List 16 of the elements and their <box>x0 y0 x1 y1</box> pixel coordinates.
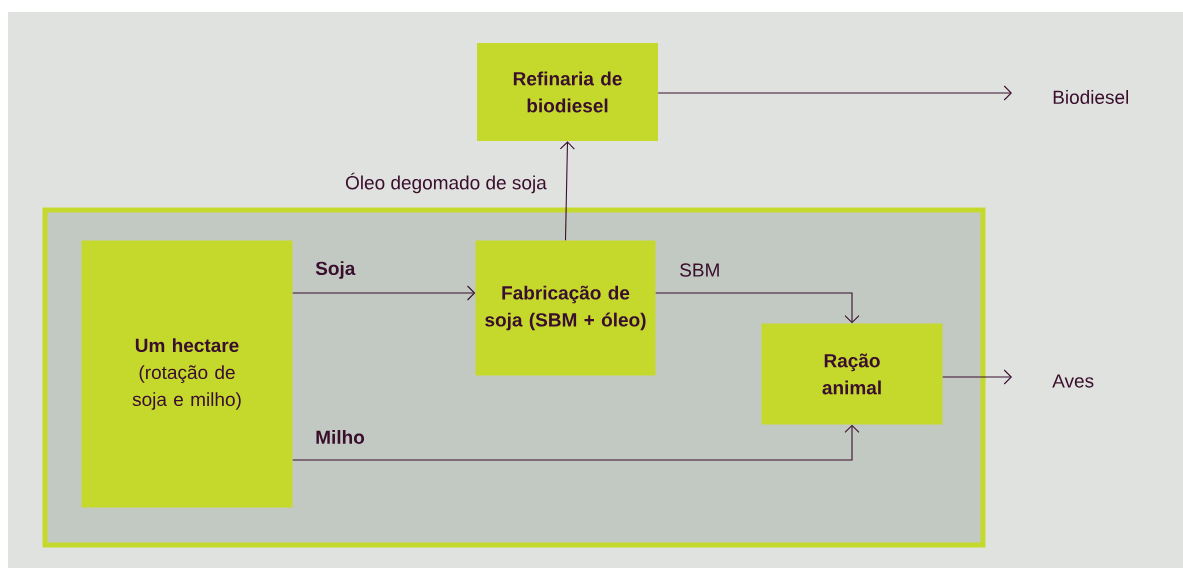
output-label: Biodiesel <box>1053 90 1129 104</box>
edge-label: Soja <box>314 260 357 280</box>
process-box: Ração animal <box>761 323 943 425</box>
arrow <box>292 285 476 301</box>
arrow <box>657 85 1012 101</box>
arrow <box>655 292 860 324</box>
process-box: Um hectare (rotação de soja e milho) <box>81 240 293 508</box>
process-box: Refinaria de biodiesel <box>477 43 658 141</box>
arrow <box>292 424 860 461</box>
edge-label: Óleo degomado de soja <box>344 171 548 195</box>
edge-label: Milho <box>314 429 366 445</box>
arrow <box>942 369 1012 385</box>
output-label: Aves <box>1052 374 1094 388</box>
edge-label: SBM <box>678 262 722 278</box>
process-box: Fabricação de soja (SBM + óleo) <box>475 240 656 376</box>
arrow <box>559 141 575 241</box>
